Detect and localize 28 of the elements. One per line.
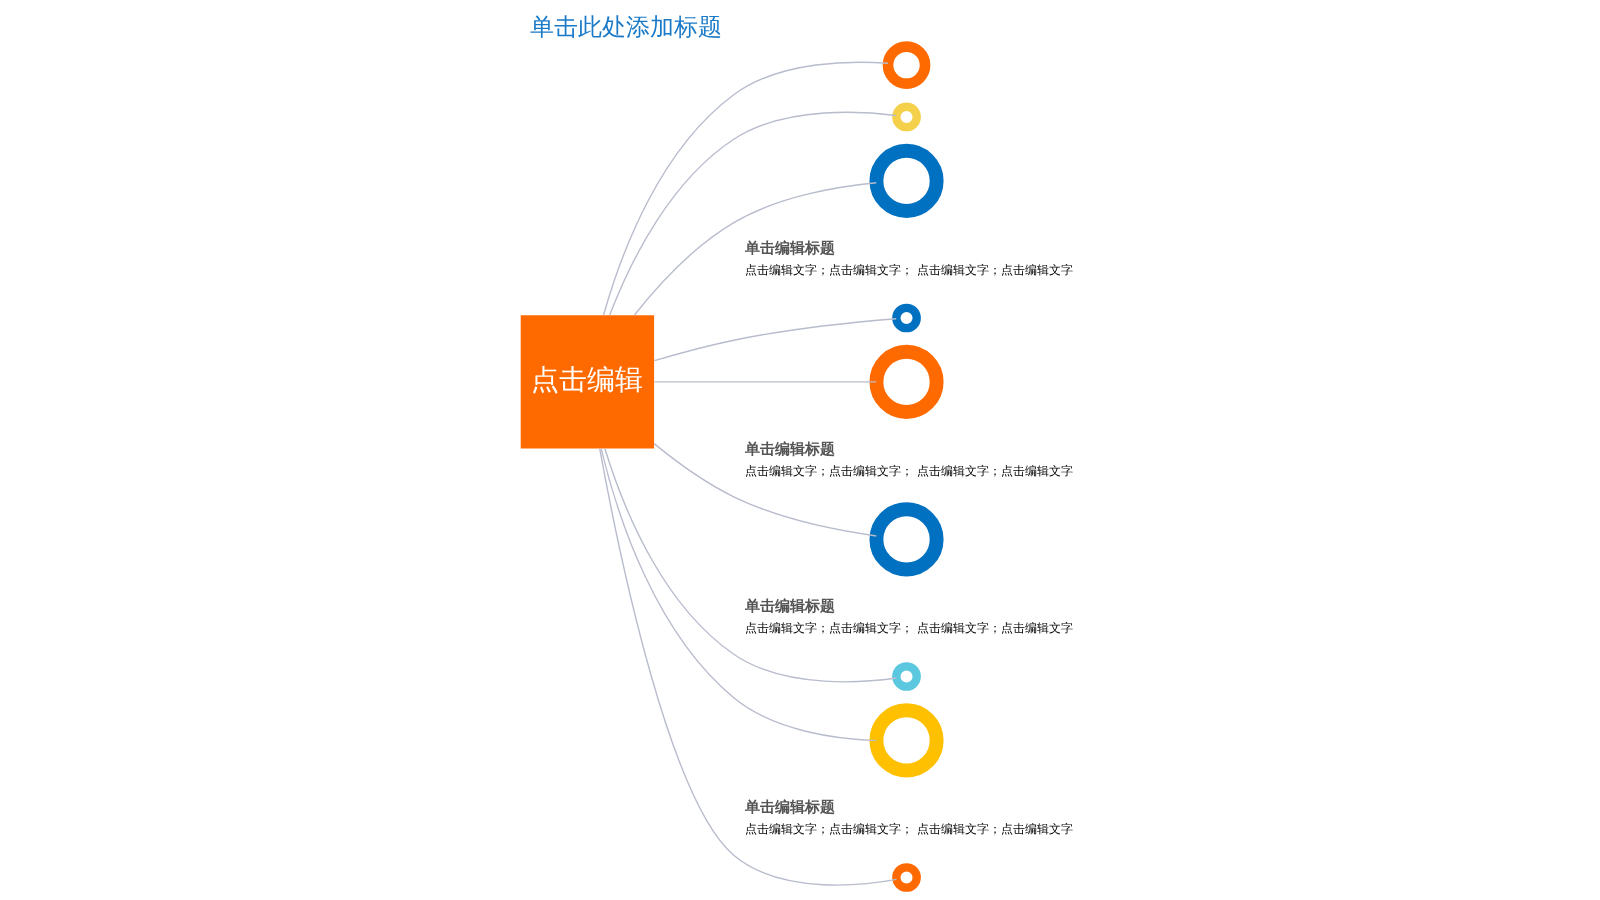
node-label: 单击编辑标题 [745,238,836,256]
node-label: 单击编辑标题 [745,439,836,457]
node-box: 点击编辑 [520,315,655,449]
connector [653,381,877,383]
connector [602,61,889,316]
node-circle [869,344,944,419]
node-circle [892,303,921,333]
connector [653,318,897,362]
node-circle [882,41,931,89]
node-circle [869,143,944,218]
node-label: 点击编辑文字；点击编辑文字； 点击编辑文字；点击编辑文字 [745,621,1074,636]
node-circle [869,703,944,778]
node-circle [892,863,921,892]
connector [600,448,878,742]
node-label: 单击编辑标题 [745,597,836,615]
node-circle [892,102,921,132]
node-label: 点击编辑文字；点击编辑文字； 点击编辑文字；点击编辑文字 [745,262,1074,277]
diagram-title: 单击此处添加标题 [529,13,722,42]
connector [633,182,877,316]
node-label: 点击编辑文字；点击编辑文字； 点击编辑文字；点击编辑文字 [745,822,1074,837]
node-label: 单击编辑标题 [745,798,836,816]
node-circle [869,502,944,577]
node-circle [892,662,921,691]
connector [599,447,898,886]
connector [653,442,878,537]
node-label: 点击编辑文字；点击编辑文字； 点击编辑文字；点击编辑文字 [745,463,1074,478]
connector [604,448,898,683]
connector [609,111,897,316]
